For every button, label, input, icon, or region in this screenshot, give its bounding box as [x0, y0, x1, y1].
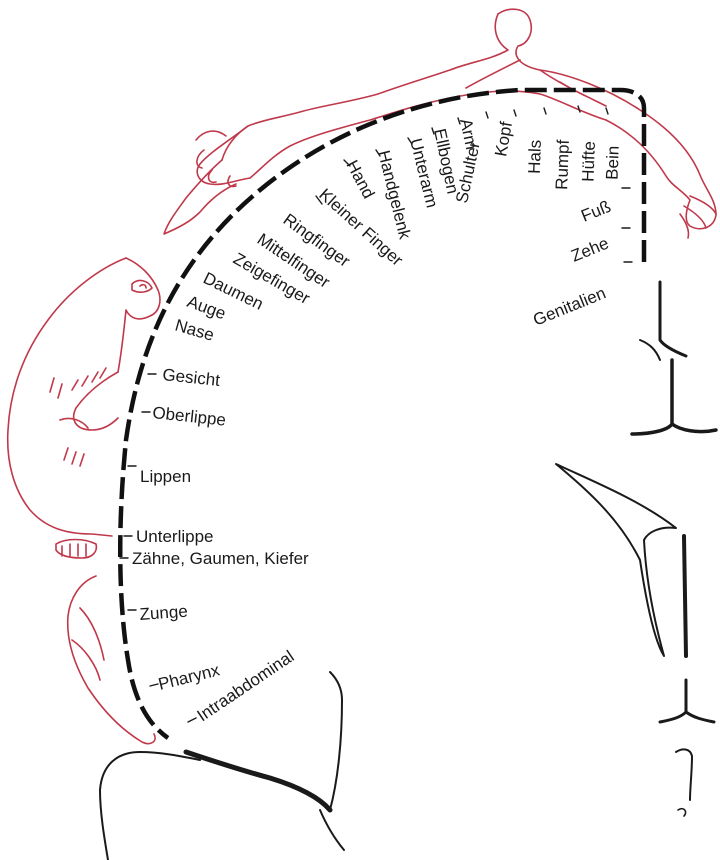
head-outline — [8, 258, 126, 536]
label-zehe: Zehe — [568, 234, 611, 266]
label-pharynx: Pharynx — [156, 660, 222, 694]
label-fuss: Fuß — [578, 197, 613, 226]
label-intraabdominal: Intraabdominal — [194, 647, 298, 726]
label-oberlippe: Oberlippe — [152, 403, 227, 430]
toe-outline — [680, 196, 716, 238]
label-rumpf: Rumpf — [552, 139, 573, 190]
label-genitalien: Genitalien — [530, 283, 608, 329]
teeth-outline — [56, 540, 96, 559]
label-gesicht: Gesicht — [162, 365, 222, 390]
label-huefte: Hüfte — [578, 141, 598, 182]
label-bein: Bein — [603, 145, 623, 180]
torso-detail — [466, 60, 606, 106]
nose-outline — [118, 258, 160, 372]
label-lippen: Lippen — [140, 467, 191, 486]
label-nase: Nase — [173, 316, 216, 345]
label-handgelenk: Handgelenk — [374, 148, 415, 241]
face-hatching — [50, 368, 106, 466]
labels: Hand Handgelenk Unterarm Ellbogen Arm Sc… — [132, 117, 623, 725]
lip-outline — [60, 372, 118, 430]
tongue-outline — [68, 576, 155, 744]
homunculus-figure — [8, 9, 716, 743]
label-unterlippe: Unterlippe — [136, 527, 214, 546]
pharynx-outline — [72, 608, 104, 680]
label-hals: Hals — [525, 139, 545, 174]
label-zunge: Zunge — [139, 602, 188, 624]
label-zaehne: Zähne, Gaumen, Kiefer — [132, 549, 309, 568]
eye-outline — [132, 281, 152, 293]
label-kopf: Kopf — [491, 120, 516, 158]
label-hand: Hand — [342, 157, 378, 202]
leg-outline — [498, 9, 716, 229]
